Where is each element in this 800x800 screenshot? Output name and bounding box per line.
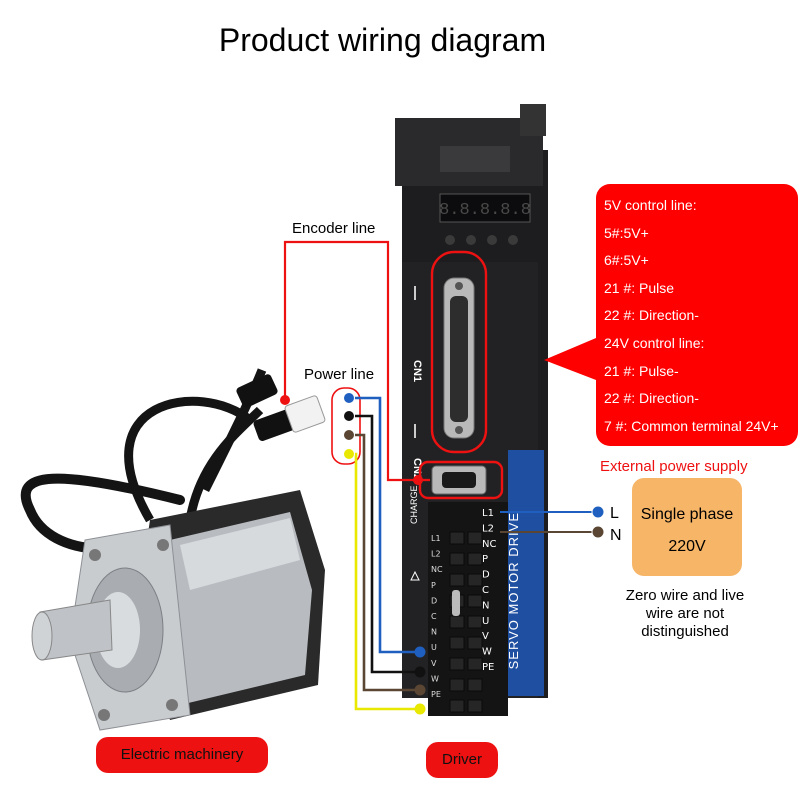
power-line-label: Power line [304,366,375,383]
servo-driver: 8.8.8.8.8 [395,104,548,716]
led-display-text: 8.8.8.8.8 [439,201,531,220]
terminal-label-left: W [431,674,439,683]
cn2-highlight [418,460,504,500]
terminal-label-right: W [482,647,492,658]
brand-vertical-label: SERVO MOTOR DRIVE [506,512,521,669]
pd-jumper [452,590,460,616]
terminal-label-left: N [431,628,437,637]
driver-blue-stripe [508,450,544,696]
wire-dot-yellow [343,448,355,460]
terminal-label-right: U [482,616,489,627]
terminal-label-left: V [431,659,437,668]
terminal-label-left: NC [431,565,443,574]
wire-note: Zero wire and live wire are not distingu… [610,587,760,641]
terminal-label-left: PE [431,690,441,699]
encoder-plug [236,374,278,408]
wire-dot-black [343,410,355,422]
terminal-dot-u [414,646,426,658]
terminal-label-right: N [482,600,489,611]
power-plug [253,408,297,442]
panel-button [487,235,497,245]
power-line-bundle [331,387,361,465]
info-line: 22 #: Direction- [604,390,699,407]
info-line: 7 #: Common terminal 24V+ [604,417,779,434]
terminal-label-left: L1 [431,534,441,543]
wire-note-line: Zero wire and live [625,587,745,604]
info-line: 5#:5V+ [604,224,649,241]
terminal-label-right: C [482,585,489,596]
motor-label: Electric machinery [96,737,268,773]
terminal-label-left: L2 [431,550,441,559]
led-display [439,193,531,223]
cn1-label: CN1 [411,360,423,382]
info-line: 21 #: Pulse- [604,362,679,379]
info-line: 5V control line: [604,197,697,213]
supply-dot-l [591,505,605,519]
driver-tab [520,104,546,136]
encoder-line-label: Encoder line [292,220,376,237]
page-title: Product wiring diagram [218,22,547,58]
terminal-label-right: D [482,570,490,581]
warning-icon [410,570,420,581]
terminal-label-right: L1 [482,508,494,519]
terminal-n-label: N [610,527,622,544]
panel-button [445,235,455,245]
terminal-label-right: NC [482,539,496,550]
cn2-dot [413,475,423,485]
terminal-label-left: D [431,596,437,605]
charge-label: CHARGE [409,485,419,524]
cn1-highlight [430,250,488,454]
info-line: 21 #: Pulse [604,279,675,296]
single-phase-box: Single phase 220V [632,478,742,576]
panel-button [508,235,518,245]
terminal-dot-pe [414,703,426,715]
terminal-label-right: P [482,554,488,565]
wire-note-line: wire are not [645,605,725,622]
terminal-dot-v [414,666,426,678]
terminal-label-left: U [431,643,437,652]
panel-button [466,235,476,245]
terminal-label-right: PE [482,662,494,673]
info-line: 22 #: Direction- [604,307,699,324]
driver-label: Driver [426,742,498,778]
terminal-label-right: L2 [482,523,494,534]
wire-note-line: distinguished [641,623,729,640]
voltage-label: 220V [668,538,706,555]
cn1-arrow [544,338,596,380]
encoder-line-dot [280,395,290,405]
wire-v-black [349,414,418,674]
info-line: 6#:5V+ [604,252,649,269]
power-plug-white [284,395,326,433]
terminal-dot-w [414,684,426,696]
supply-dot-n [591,525,605,539]
info-line: 24V control line: [604,334,705,351]
encoder-line-wire [283,240,430,482]
cn1-info-box: 5V control line: 5#:5V+ 6#:5V+ 21 #: Pul… [596,184,798,446]
terminal-l-label: L [610,505,619,522]
single-phase-label: Single phase [640,506,734,523]
wire-dot-blue [343,392,355,404]
wire-u-blue [349,396,418,654]
terminal-label-left: C [431,612,437,621]
terminal-label-right: V [482,631,489,642]
servo-motor [20,368,326,731]
driver-cover-window [440,146,510,172]
terminal-label-left: P [431,581,436,590]
wire-w-brown [349,433,418,692]
external-power-supply-label: External power supply [600,458,748,475]
wire-dot-brown [343,429,355,441]
